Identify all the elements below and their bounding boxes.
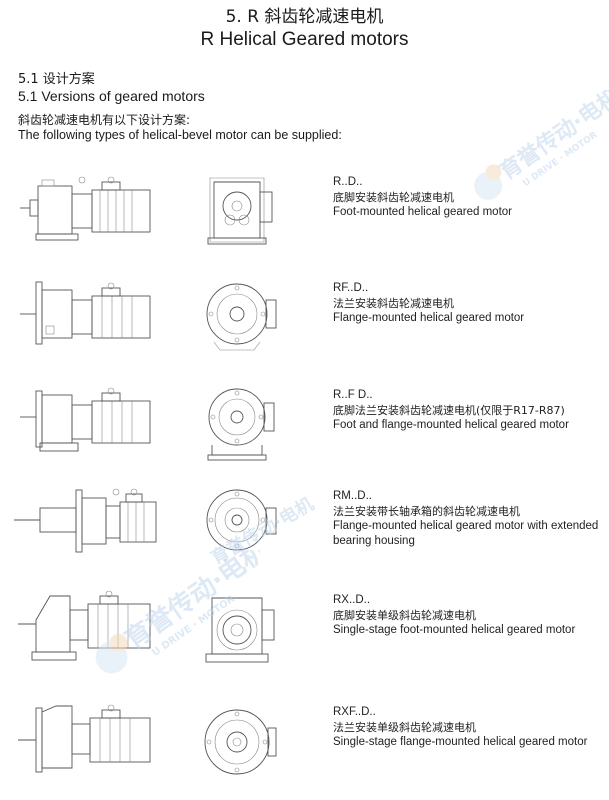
- version-name-en: Flange-mounted helical geared motor: [333, 312, 525, 324]
- version-name-en: Single-stage foot-mounted helical geared…: [333, 624, 576, 636]
- version-name-cn: 法兰安装单级斜齿轮减速电机: [333, 721, 476, 734]
- side-view-drawing: [14, 488, 157, 553]
- end-view-drawing: [205, 597, 275, 663]
- section-heading-cn: 5.1 设计方案: [18, 72, 95, 87]
- version-row-rf-foot-flange: R..F D.. 底脚法兰安装斜齿轮减速电机(仅限于R17-R87) Foot …: [0, 385, 609, 475]
- side-view-drawing: [20, 176, 151, 241]
- version-row-rxf-d: RXF..D.. 法兰安装单级斜齿轮减速电机 Single-stage flan…: [0, 702, 609, 792]
- page-title-cn: 5. R 斜齿轮减速电机: [225, 7, 384, 27]
- version-code: RF..D..: [333, 282, 369, 294]
- version-name-cn: 底脚安装单级斜齿轮减速电机: [333, 609, 476, 622]
- side-view-drawing: [18, 590, 151, 661]
- version-name-cn: 法兰安装斜齿轮减速电机: [333, 297, 454, 310]
- end-view-drawing: [204, 709, 277, 775]
- section-heading-en: 5.1 Versions of geared motors: [18, 88, 205, 104]
- version-name-en: Flange-mounted helical geared motor with…: [333, 520, 599, 532]
- version-description: R..D.. 底脚安装斜齿轮减速电机 Foot-mounted helical …: [333, 174, 603, 220]
- version-row-r-d: R..D.. 底脚安装斜齿轮减速电机 Foot-mounted helical …: [0, 172, 609, 262]
- version-name-en: Foot-mounted helical geared motor: [333, 206, 512, 218]
- version-description: RX..D.. 底脚安装单级斜齿轮减速电机 Single-stage foot-…: [333, 592, 603, 638]
- version-code: R..D..: [333, 176, 363, 188]
- version-description: R..F D.. 底脚法兰安装斜齿轮减速电机(仅限于R17-R87) Foot …: [333, 387, 603, 433]
- version-description: RM..D.. 法兰安装带长轴承箱的斜齿轮减速电机 Flange-mounted…: [333, 488, 603, 549]
- intro-text-en: The following types of helical-bevel mot…: [18, 128, 342, 142]
- version-code: RX..D..: [333, 594, 371, 606]
- version-code: RXF..D..: [333, 706, 376, 718]
- side-view-drawing: [20, 281, 151, 345]
- version-row-rx-d: RX..D.. 底脚安装单级斜齿轮减速电机 Single-stage foot-…: [0, 590, 609, 680]
- version-name-en: Foot and flange-mounted helical geared m…: [333, 419, 569, 431]
- side-view-drawing: [18, 704, 151, 773]
- intro-text-cn: 斜齿轮减速电机有以下设计方案:: [18, 113, 191, 127]
- end-view-drawing: [206, 489, 277, 551]
- version-name-cn: 底脚安装斜齿轮减速电机: [333, 191, 454, 204]
- version-row-rm-d: RM..D.. 法兰安装带长轴承箱的斜齿轮减速电机 Flange-mounted…: [0, 486, 609, 576]
- version-description: RF..D.. 法兰安装斜齿轮减速电机 Flange-mounted helic…: [333, 280, 603, 326]
- version-row-rf-d: RF..D.. 法兰安装斜齿轮减速电机 Flange-mounted helic…: [0, 278, 609, 368]
- version-name-en: Single-stage flange-mounted helical gear…: [333, 736, 588, 748]
- end-view-drawing: [207, 177, 273, 245]
- end-view-drawing: [206, 283, 277, 351]
- side-view-drawing: [20, 387, 151, 452]
- version-name-en-continued: bearing housing: [333, 535, 415, 547]
- version-code: R..F D..: [333, 389, 373, 401]
- end-view-drawing: [207, 388, 275, 461]
- page-title-en: R Helical Geared motors: [200, 29, 409, 50]
- version-name-cn: 法兰安装带长轴承箱的斜齿轮减速电机: [333, 505, 520, 518]
- version-name-cn: 底脚法兰安装斜齿轮减速电机(仅限于R17-R87): [333, 404, 565, 417]
- version-code: RM..D..: [333, 490, 372, 502]
- version-description: RXF..D.. 法兰安装单级斜齿轮减速电机 Single-stage flan…: [333, 704, 603, 750]
